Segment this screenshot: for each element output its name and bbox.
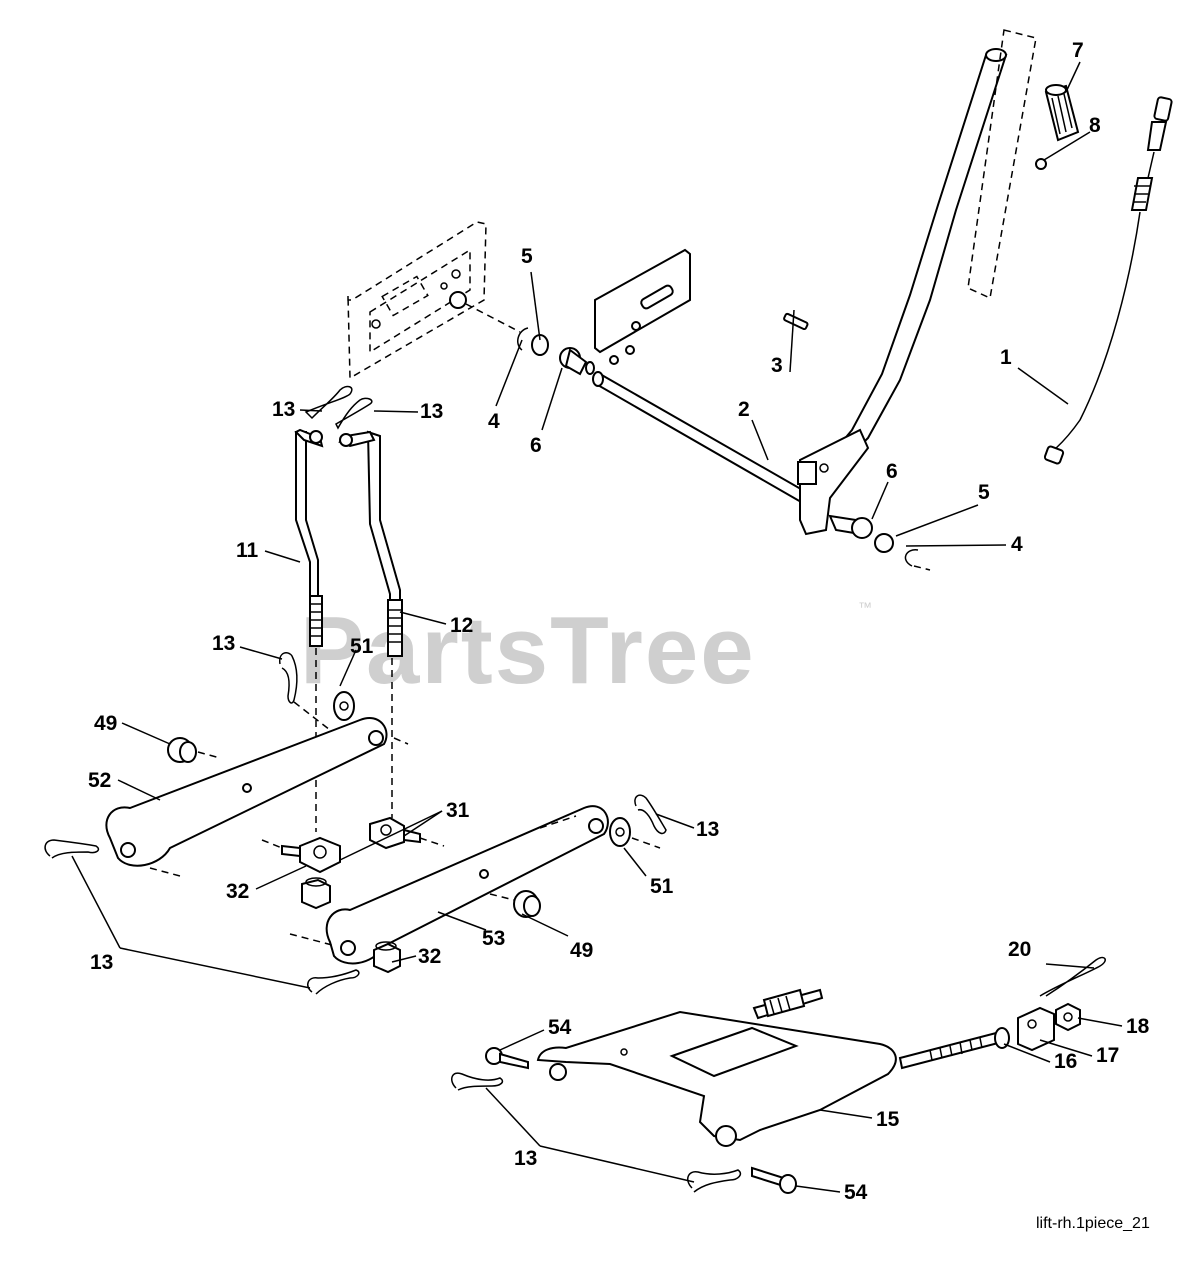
callout-17: 17: [1096, 1044, 1119, 1067]
deck-lift-plate: [536, 1010, 897, 1147]
hairpin-plate-left: [451, 1072, 504, 1091]
callout-13-mid-right: 13: [696, 818, 719, 841]
lift-arm-right: [289, 805, 609, 965]
frame-bracket-phantom: [347, 221, 521, 380]
callout-2: 2: [738, 398, 750, 421]
callout-1: 1: [1000, 346, 1012, 369]
hairpin-mid-left: [279, 651, 331, 731]
callout-13-lower-left: 13: [90, 951, 113, 974]
callout-31: 31: [446, 799, 470, 822]
callout-5-right: 5: [978, 481, 990, 504]
hairpin-lower-far-left: [44, 839, 100, 859]
side-plate: [594, 248, 691, 365]
left-retaining-ring: [517, 327, 529, 351]
callout-32-upper: 32: [226, 880, 249, 903]
flange-nut-upper: [167, 737, 221, 763]
callout-13-top-right: 13: [420, 400, 443, 423]
cross-shaft: [592, 371, 822, 512]
callout-51-upper: 51: [350, 635, 374, 658]
callout-53: 53: [482, 927, 505, 950]
right-retaining-ring: [904, 549, 931, 571]
callout-7: 7: [1072, 39, 1084, 62]
callout-13-top-left: 13: [272, 398, 295, 421]
callout-20: 20: [1008, 938, 1031, 961]
washer-upper: [333, 691, 355, 721]
callout-51-lower: 51: [650, 875, 674, 898]
lock-nut-upper: [301, 877, 331, 910]
callout-52: 52: [88, 769, 111, 792]
washer-lower: [609, 817, 661, 849]
callout-13-plate: 13: [514, 1147, 537, 1170]
shoulder-bolt-lower: [751, 1166, 797, 1194]
trunnion: [1017, 1006, 1055, 1052]
callout-12: 12: [450, 614, 473, 637]
lift-link-left: [294, 428, 324, 832]
hairpin-trunnion: [1039, 956, 1106, 997]
right-bushing: [828, 514, 873, 539]
callout-4-left: 4: [488, 410, 500, 433]
callout-18: 18: [1126, 1015, 1150, 1038]
shoulder-bolt-upper: [485, 1047, 529, 1070]
callout-13-mid-left: 13: [212, 632, 235, 655]
callout-6-right: 6: [886, 460, 898, 483]
callout-6-left: 6: [530, 434, 542, 457]
callout-49-upper: 49: [94, 712, 117, 735]
handle-knob: [1044, 84, 1080, 142]
callout-11: 11: [236, 539, 259, 562]
callout-labels: 1 2 3 4 4 5 5 6 6 7 8 11 12 13 13 13 13 …: [88, 39, 1150, 1204]
callout-32-lower: 32: [418, 945, 441, 968]
right-washer: [874, 533, 894, 553]
callout-5-left: 5: [521, 245, 533, 268]
lock-nut-lower: [373, 941, 401, 974]
leader-lines: [71, 61, 1123, 1193]
rod-washer: [994, 1027, 1010, 1049]
key-pin: [783, 312, 809, 331]
callout-3: 3: [771, 354, 783, 377]
diagram-reference: lift-rh.1piece_21: [1036, 1215, 1150, 1232]
trunnion-nut: [1055, 1002, 1081, 1032]
callout-8: 8: [1089, 114, 1101, 137]
callout-16: 16: [1054, 1050, 1077, 1073]
trademark: ™: [858, 599, 872, 615]
lift-arm-left: [105, 717, 409, 877]
adjust-rod: [752, 988, 1004, 1070]
swivel-right: [369, 816, 445, 850]
left-bushing: [559, 347, 595, 376]
watermark: PartsTree: [300, 597, 756, 704]
lift-link-right: [338, 430, 403, 818]
flange-nut-lower: [489, 890, 541, 918]
hairpin-plate-lower: [687, 1169, 742, 1193]
callout-49-lower: 49: [570, 939, 593, 962]
detent-ball: [1035, 158, 1047, 170]
callout-54-upper: 54: [548, 1016, 572, 1039]
hairpin-top-right: [335, 397, 373, 430]
callout-54-lower: 54: [844, 1181, 868, 1204]
handle-grip-phantom: [967, 29, 1037, 300]
lift-handle: [797, 48, 1008, 536]
hairpin-lower-mid: [307, 969, 360, 995]
callout-4-right: 4: [1011, 533, 1023, 556]
hairpin-top-left: [304, 385, 353, 420]
lift-cable: [1043, 96, 1173, 465]
hairpin-mid-right: [634, 794, 667, 835]
swivel-left: [261, 836, 341, 874]
callout-15: 15: [876, 1108, 900, 1131]
